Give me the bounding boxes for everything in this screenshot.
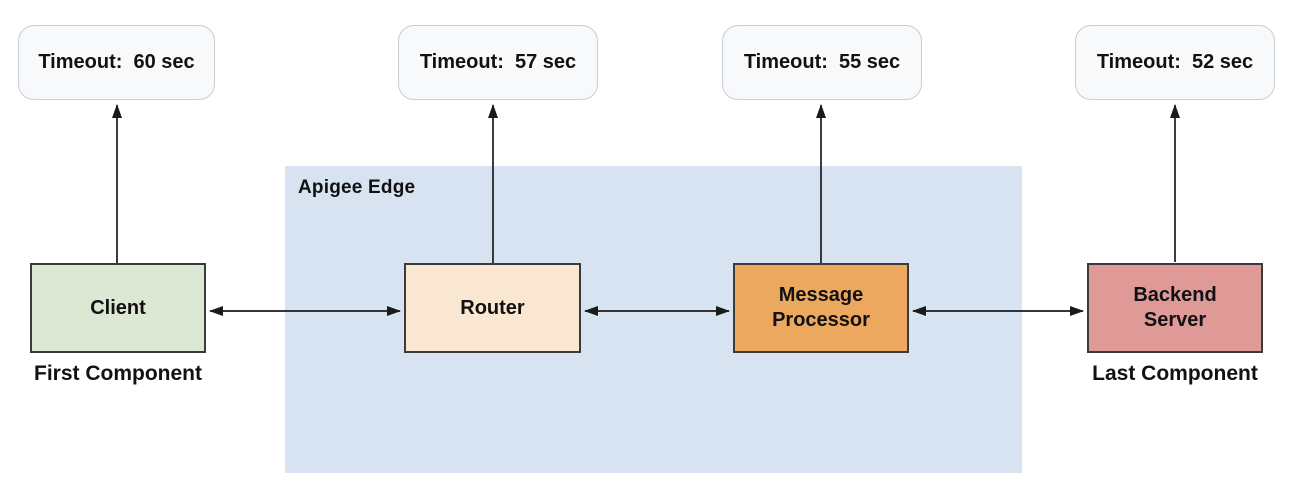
timeout-callout-backend-server: Timeout: 52 sec bbox=[1075, 25, 1275, 100]
caption-last-component: Last Component bbox=[1092, 362, 1258, 385]
node-router-label: Router bbox=[460, 296, 525, 319]
node-router: Router bbox=[404, 263, 581, 353]
apigee-edge-region-label: Apigee Edge bbox=[298, 177, 416, 198]
node-client: Client bbox=[30, 263, 206, 353]
timeout-callout-client: Timeout: 60 sec bbox=[18, 25, 215, 100]
node-backend-server-label: Backend Server bbox=[1133, 284, 1217, 331]
timeout-message-processor-text: Timeout: 55 sec bbox=[743, 51, 901, 73]
node-client-label: Client bbox=[90, 296, 146, 319]
timeout-router-text: Timeout: 57 sec bbox=[419, 51, 577, 73]
timeout-callout-message-processor: Timeout: 55 sec bbox=[722, 25, 922, 100]
timeout-callout-router: Timeout: 57 sec bbox=[398, 25, 598, 100]
node-message-processor: Message Processor bbox=[733, 263, 909, 353]
timeout-client-text: Timeout: 60 sec bbox=[38, 51, 195, 73]
node-backend-server: Backend Server bbox=[1087, 263, 1263, 353]
timeout-backend-server-text: Timeout: 52 sec bbox=[1096, 51, 1254, 73]
caption-first-component: First Component bbox=[34, 362, 202, 385]
node-message-processor-label: Message Processor bbox=[772, 284, 870, 331]
